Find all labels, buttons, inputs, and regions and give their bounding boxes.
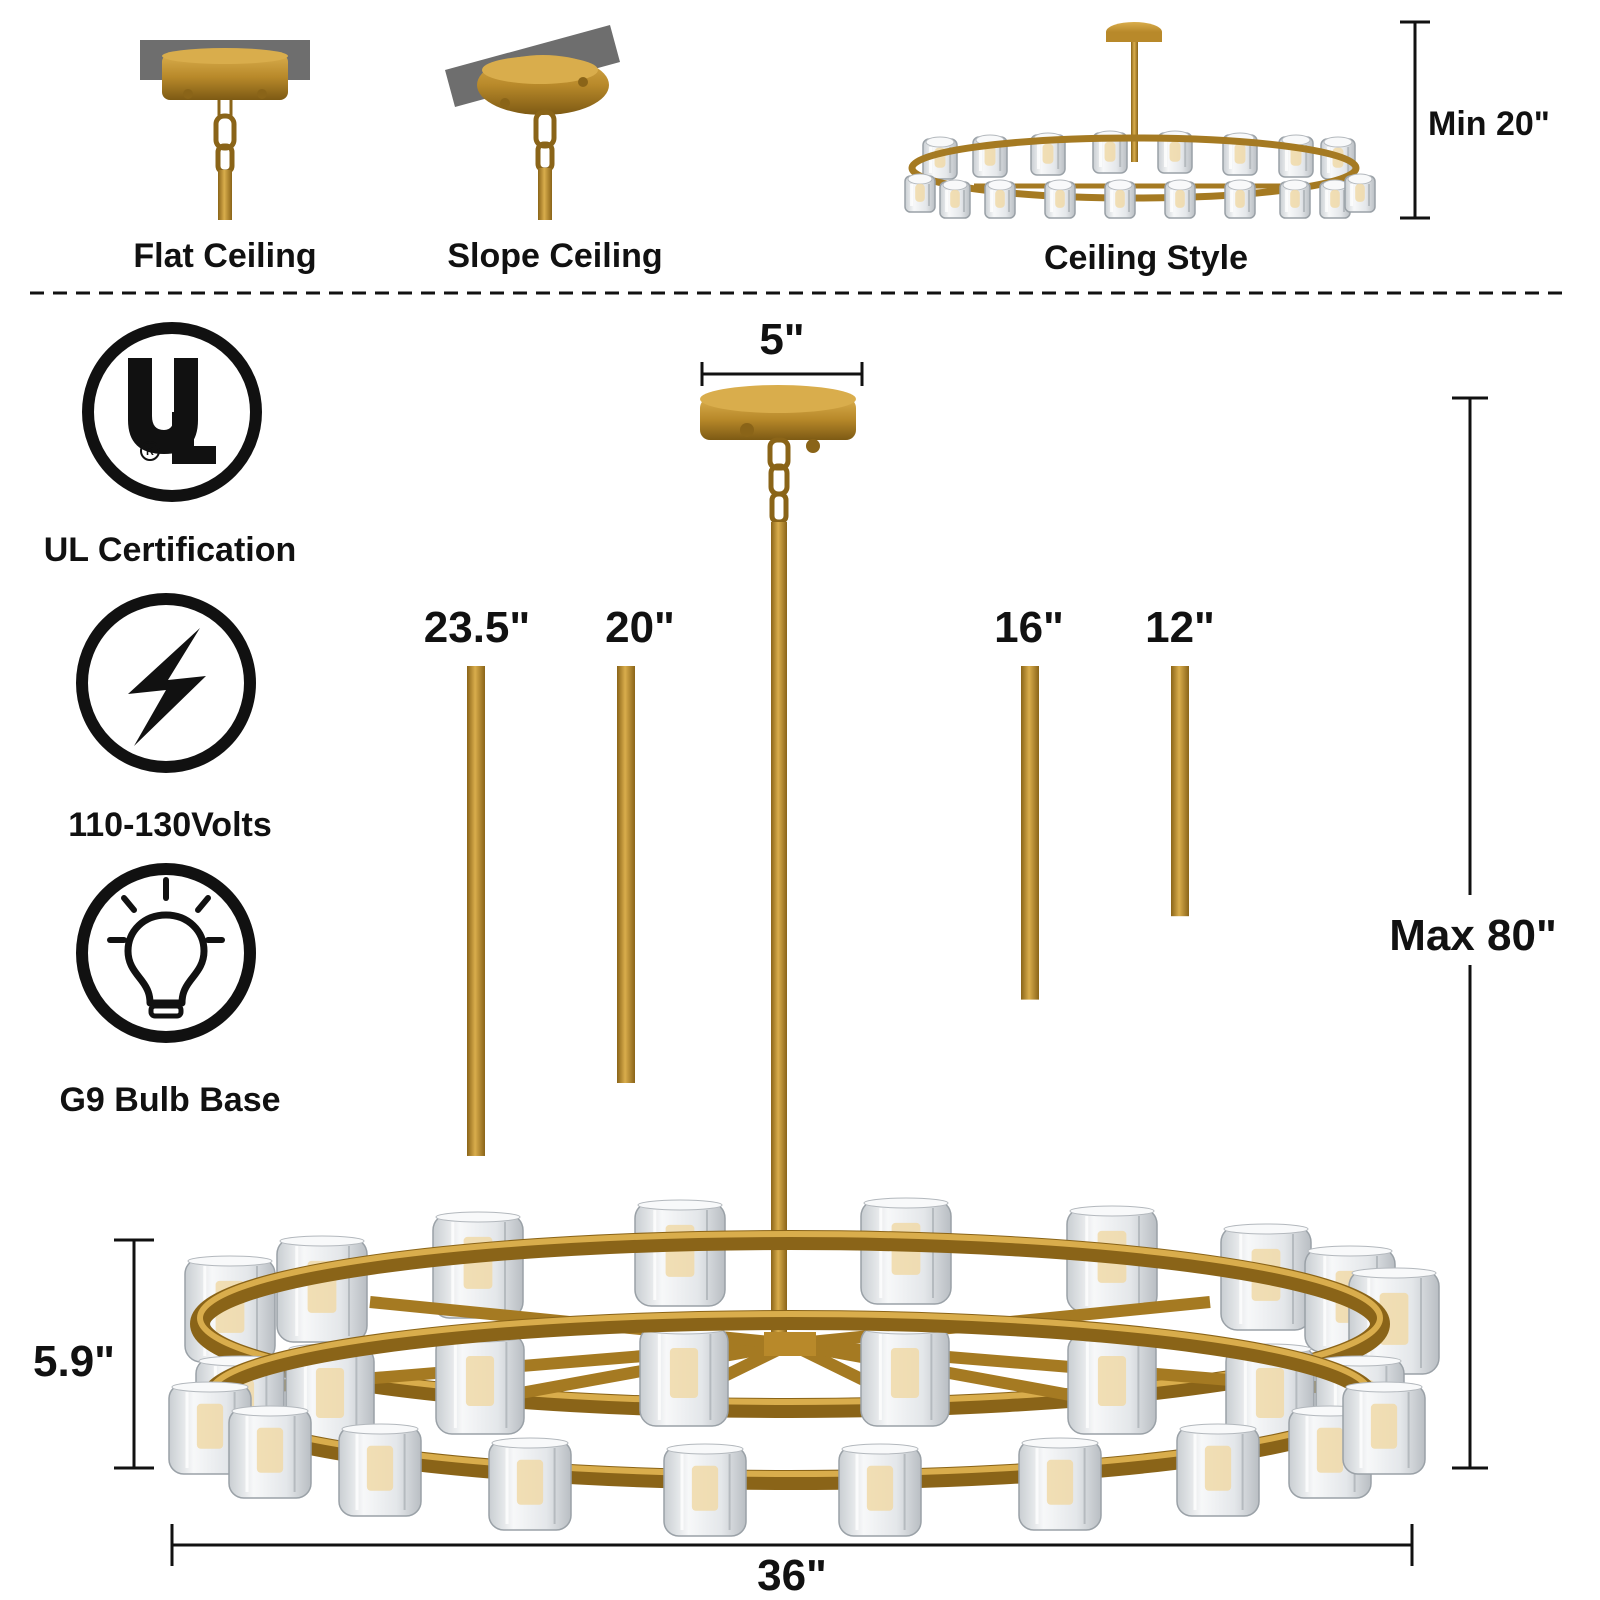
rod-label-20: 20": [605, 603, 675, 652]
light-bulb-icon: [76, 863, 256, 1043]
svg-text:R: R: [146, 446, 154, 458]
crystal-shade: [1342, 1381, 1426, 1475]
extension-rod: [1171, 666, 1189, 917]
crystal-shade: [435, 1331, 525, 1435]
crystal-shade: [1104, 179, 1136, 219]
rod-label-16: 16": [994, 603, 1064, 652]
canopy-screw: [257, 89, 267, 99]
max-height-bracket: [1452, 396, 1488, 1470]
canopy-plate: [162, 54, 288, 100]
crystal-shade: [904, 173, 936, 213]
crystal-shade: [1164, 179, 1196, 219]
crystal-shade: [984, 179, 1016, 219]
canopy-screw: [183, 89, 193, 99]
main-chandelier-ring: [168, 1197, 1440, 1537]
crystal-shade: [1224, 179, 1256, 219]
crystal-shade: [228, 1405, 312, 1499]
crystal-shade: [1044, 179, 1076, 219]
crystal-shade: [1018, 1437, 1102, 1531]
crystal-shade: [939, 179, 971, 219]
crystal-shade: [1067, 1331, 1157, 1435]
crystal-shade: [634, 1199, 726, 1307]
crystal-shade: [488, 1437, 572, 1531]
chain-link: [213, 113, 237, 151]
extension-rod: [617, 666, 635, 1083]
rod-label-12: 12": [1145, 603, 1215, 652]
crystal-shade: [1319, 179, 1351, 219]
crystal-shade: [338, 1423, 422, 1517]
crystal-shade: [838, 1443, 922, 1537]
crystal-shade: [432, 1211, 524, 1319]
extension-rod: [467, 666, 485, 1156]
extension-rod: [1021, 666, 1039, 1000]
ul-logo-icon: R: [82, 322, 262, 502]
min-height-bracket: [1400, 20, 1430, 220]
canopy-screw: [500, 98, 510, 108]
flat-ceiling-mount: [140, 40, 310, 220]
ceiling-style-chandelier: [904, 22, 1376, 219]
canopy-screw: [740, 423, 754, 437]
flat-ceiling-label: Flat Ceiling: [133, 237, 317, 275]
mini-down-rod: [1131, 42, 1138, 162]
crystal-shade: [860, 1323, 950, 1427]
canopy-screw: [806, 439, 820, 453]
lightning-bolt-icon: [76, 593, 256, 773]
chain-link: [533, 109, 557, 149]
crystal-shade: [1278, 134, 1314, 178]
diameter-bracket: [170, 1524, 1414, 1566]
ring-height-bracket: [114, 1238, 154, 1470]
crystal-shade: [1176, 1423, 1260, 1517]
voltage-label: 110-130Volts: [68, 806, 272, 844]
crystal-shade: [1344, 173, 1376, 213]
canopy-width-bracket: [700, 362, 864, 386]
bulb-base-label: G9 Bulb Base: [59, 1081, 281, 1119]
main-down-rod: [771, 522, 787, 1344]
down-rod: [218, 170, 232, 220]
ring-height-label: 5.9": [33, 1337, 116, 1386]
extension-rods: [467, 666, 1189, 1156]
crystal-shade: [663, 1443, 747, 1537]
ul-certification-label: UL Certification: [43, 531, 297, 569]
crystal-shade: [1279, 179, 1311, 219]
canopy-width-label: 5": [759, 315, 805, 364]
crystal-shade: [639, 1323, 729, 1427]
slope-ceiling-label: Slope Ceiling: [447, 237, 663, 275]
min-height-label: Min 20": [1428, 105, 1550, 143]
chain-link: [769, 491, 789, 525]
rod-label-23-5: 23.5": [423, 603, 531, 652]
diameter-label: 36": [757, 1551, 827, 1600]
canopy-screw: [578, 77, 588, 87]
max-height-label: Max 80": [1389, 911, 1557, 960]
down-rod: [538, 168, 552, 220]
slope-ceiling-mount: [445, 25, 620, 220]
main-canopy: [700, 385, 856, 1344]
ceiling-style-label: Ceiling Style: [1043, 239, 1249, 277]
ring-hub: [764, 1332, 816, 1356]
